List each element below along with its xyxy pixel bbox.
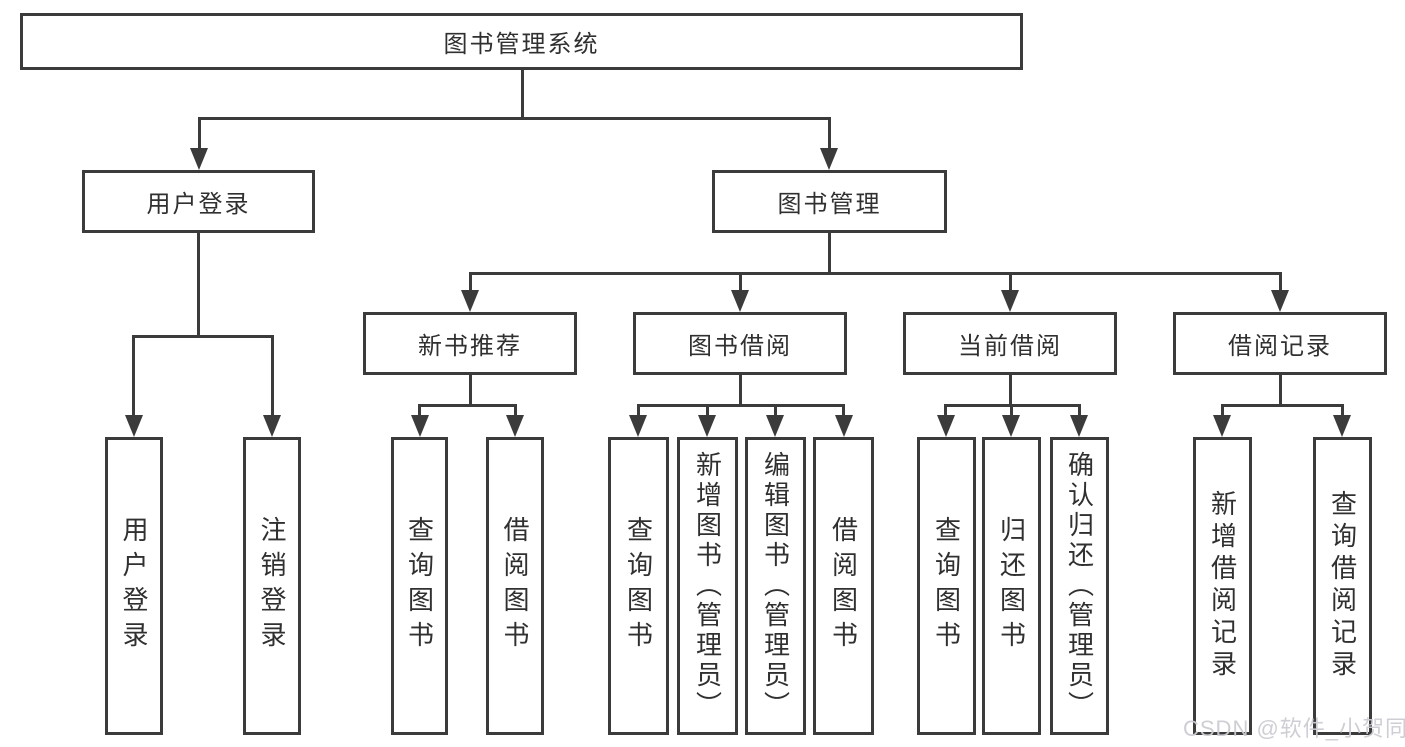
node-user-login: 用户登录 — [82, 170, 315, 233]
arrowhead-down-icon — [1070, 415, 1088, 437]
arrowhead-down-icon — [936, 415, 955, 437]
leaf-borrow-add-book-admin: 新增图书（管理员） — [677, 437, 738, 735]
connector-line — [1077, 405, 1081, 417]
connector-line — [944, 405, 947, 417]
node-root: 图书管理系统 — [20, 13, 1023, 70]
leaf-borrow-add-book-admin-label: 新增图书（管理员） — [692, 451, 723, 721]
connector-line — [1278, 273, 1282, 292]
leaf-logout: 注销登录 — [243, 437, 301, 735]
arrowhead-down-icon — [820, 148, 838, 170]
connector-line — [1340, 405, 1344, 417]
connector-line — [773, 405, 777, 417]
leaf-recommend-query-book: 查询图书 — [391, 437, 448, 735]
connector-line — [842, 405, 845, 417]
connector-line — [270, 336, 274, 417]
arrowhead-down-icon — [506, 415, 524, 437]
arrowhead-down-icon — [834, 415, 853, 437]
arrowhead-down-icon — [263, 415, 281, 437]
connector-line — [1008, 375, 1012, 405]
leaf-records-add-record-label: 新增借阅记录 — [1207, 490, 1238, 682]
arrowhead-down-icon — [124, 415, 143, 437]
connector-line — [197, 233, 200, 337]
leaf-current-confirm-return-admin-label: 确认归还（管理员） — [1064, 451, 1095, 721]
connector-line — [827, 233, 831, 273]
arrowhead-down-icon — [190, 148, 208, 170]
arrowhead-down-icon — [629, 415, 647, 437]
connector-line — [1009, 405, 1013, 417]
node-book-borrow: 图书借阅 — [633, 312, 847, 375]
connector-line — [418, 403, 517, 407]
arrowhead-down-icon — [1271, 290, 1289, 312]
arrowhead-down-icon — [698, 415, 716, 437]
connector-line — [1278, 375, 1282, 405]
leaf-recommend-borrow-book: 借阅图书 — [486, 437, 544, 735]
node-book-management-label: 图书管理 — [777, 191, 882, 218]
leaf-user-login: 用户登录 — [105, 437, 163, 735]
connector-line — [197, 116, 831, 120]
arrowhead-down-icon — [1333, 415, 1351, 437]
connector-line — [418, 405, 421, 417]
connector-line — [1008, 273, 1012, 292]
connector-line — [636, 405, 640, 417]
connector-line — [132, 336, 135, 417]
connector-line — [468, 375, 472, 405]
connector-line — [636, 403, 845, 407]
leaf-current-query-book: 查询图书 — [917, 437, 976, 735]
leaf-user-login-label: 用户登录 — [119, 516, 149, 656]
leaf-records-query-record-label: 查询借阅记录 — [1327, 490, 1358, 682]
leaf-current-return-book-label: 归还图书 — [996, 516, 1027, 656]
arrowhead-down-icon — [1001, 290, 1019, 312]
leaf-borrow-edit-book-admin-label: 编辑图书（管理员） — [760, 451, 791, 721]
connector-line — [827, 118, 831, 151]
leaf-borrow-borrow-book: 借阅图书 — [813, 437, 874, 735]
connector-line — [132, 334, 274, 338]
connector-line — [468, 271, 1282, 275]
node-borrow-records: 借阅记录 — [1173, 312, 1387, 375]
connector-line — [520, 70, 524, 118]
connector-line — [1220, 403, 1344, 407]
leaf-records-add-record: 新增借阅记录 — [1193, 437, 1252, 735]
leaf-borrow-query-book: 查询图书 — [608, 437, 669, 735]
leaf-recommend-query-book-label: 查询图书 — [404, 516, 435, 656]
node-root-label: 图书管理系统 — [443, 31, 600, 58]
connector-line — [738, 273, 742, 292]
node-book-borrow-label: 图书借阅 — [688, 333, 792, 360]
arrowhead-down-icon — [766, 415, 784, 437]
connector-line — [738, 375, 742, 405]
connector-line — [197, 118, 201, 151]
node-borrow-records-label: 借阅记录 — [1228, 333, 1332, 360]
node-current-borrow-label: 当前借阅 — [958, 333, 1062, 360]
node-new-book-recommend: 新书推荐 — [363, 312, 577, 375]
connector-line — [513, 405, 517, 417]
watermark: CSDN @软件_小贺同学 — [1183, 716, 1405, 741]
leaf-current-confirm-return-admin: 确认归还（管理员） — [1050, 437, 1109, 735]
arrowhead-down-icon — [461, 290, 479, 312]
leaf-records-query-record: 查询借阅记录 — [1313, 437, 1372, 735]
node-user-login-label: 用户登录 — [146, 191, 251, 218]
arrowhead-down-icon — [1002, 415, 1020, 437]
leaf-borrow-borrow-book-label: 借阅图书 — [828, 516, 859, 656]
connector-line — [705, 405, 709, 417]
leaf-logout-label: 注销登录 — [257, 516, 287, 656]
leaf-borrow-edit-book-admin: 编辑图书（管理员） — [745, 437, 806, 735]
arrowhead-down-icon — [731, 290, 749, 312]
node-current-borrow: 当前借阅 — [903, 312, 1117, 375]
leaf-recommend-borrow-book-label: 借阅图书 — [500, 516, 530, 656]
leaf-current-return-book: 归还图书 — [982, 437, 1041, 735]
leaf-borrow-query-book-label: 查询图书 — [623, 516, 654, 656]
leaf-current-query-book-label: 查询图书 — [931, 516, 962, 656]
arrowhead-down-icon — [1213, 415, 1231, 437]
node-book-management: 图书管理 — [712, 170, 947, 233]
arrowhead-down-icon — [410, 415, 429, 437]
node-new-book-recommend-label: 新书推荐 — [418, 333, 522, 360]
connector-line — [468, 273, 472, 292]
connector-line — [1220, 405, 1224, 417]
